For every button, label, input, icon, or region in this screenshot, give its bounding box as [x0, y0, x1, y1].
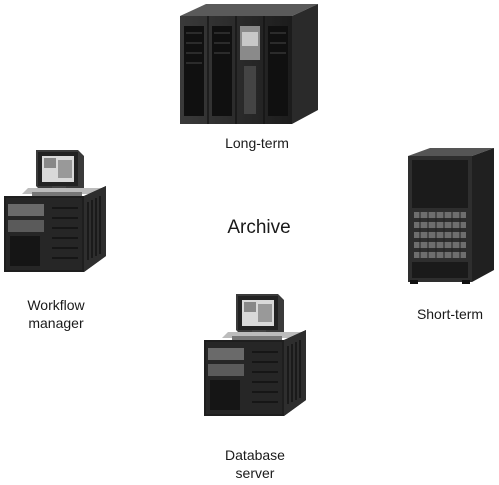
workstation-server-icon — [204, 294, 306, 416]
diagram-title: Archive — [227, 217, 291, 238]
tape-library-icon — [180, 4, 318, 124]
node-label-long-term: Long-term — [225, 135, 289, 151]
node-label-database-server: Database server — [225, 447, 285, 481]
workstation-server-icon — [4, 150, 106, 272]
node-label-short-term: Short-term — [416, 306, 484, 322]
disk-array-rack-icon — [408, 148, 494, 284]
node-label-workflow-manager: Workflow manager — [27, 297, 85, 331]
